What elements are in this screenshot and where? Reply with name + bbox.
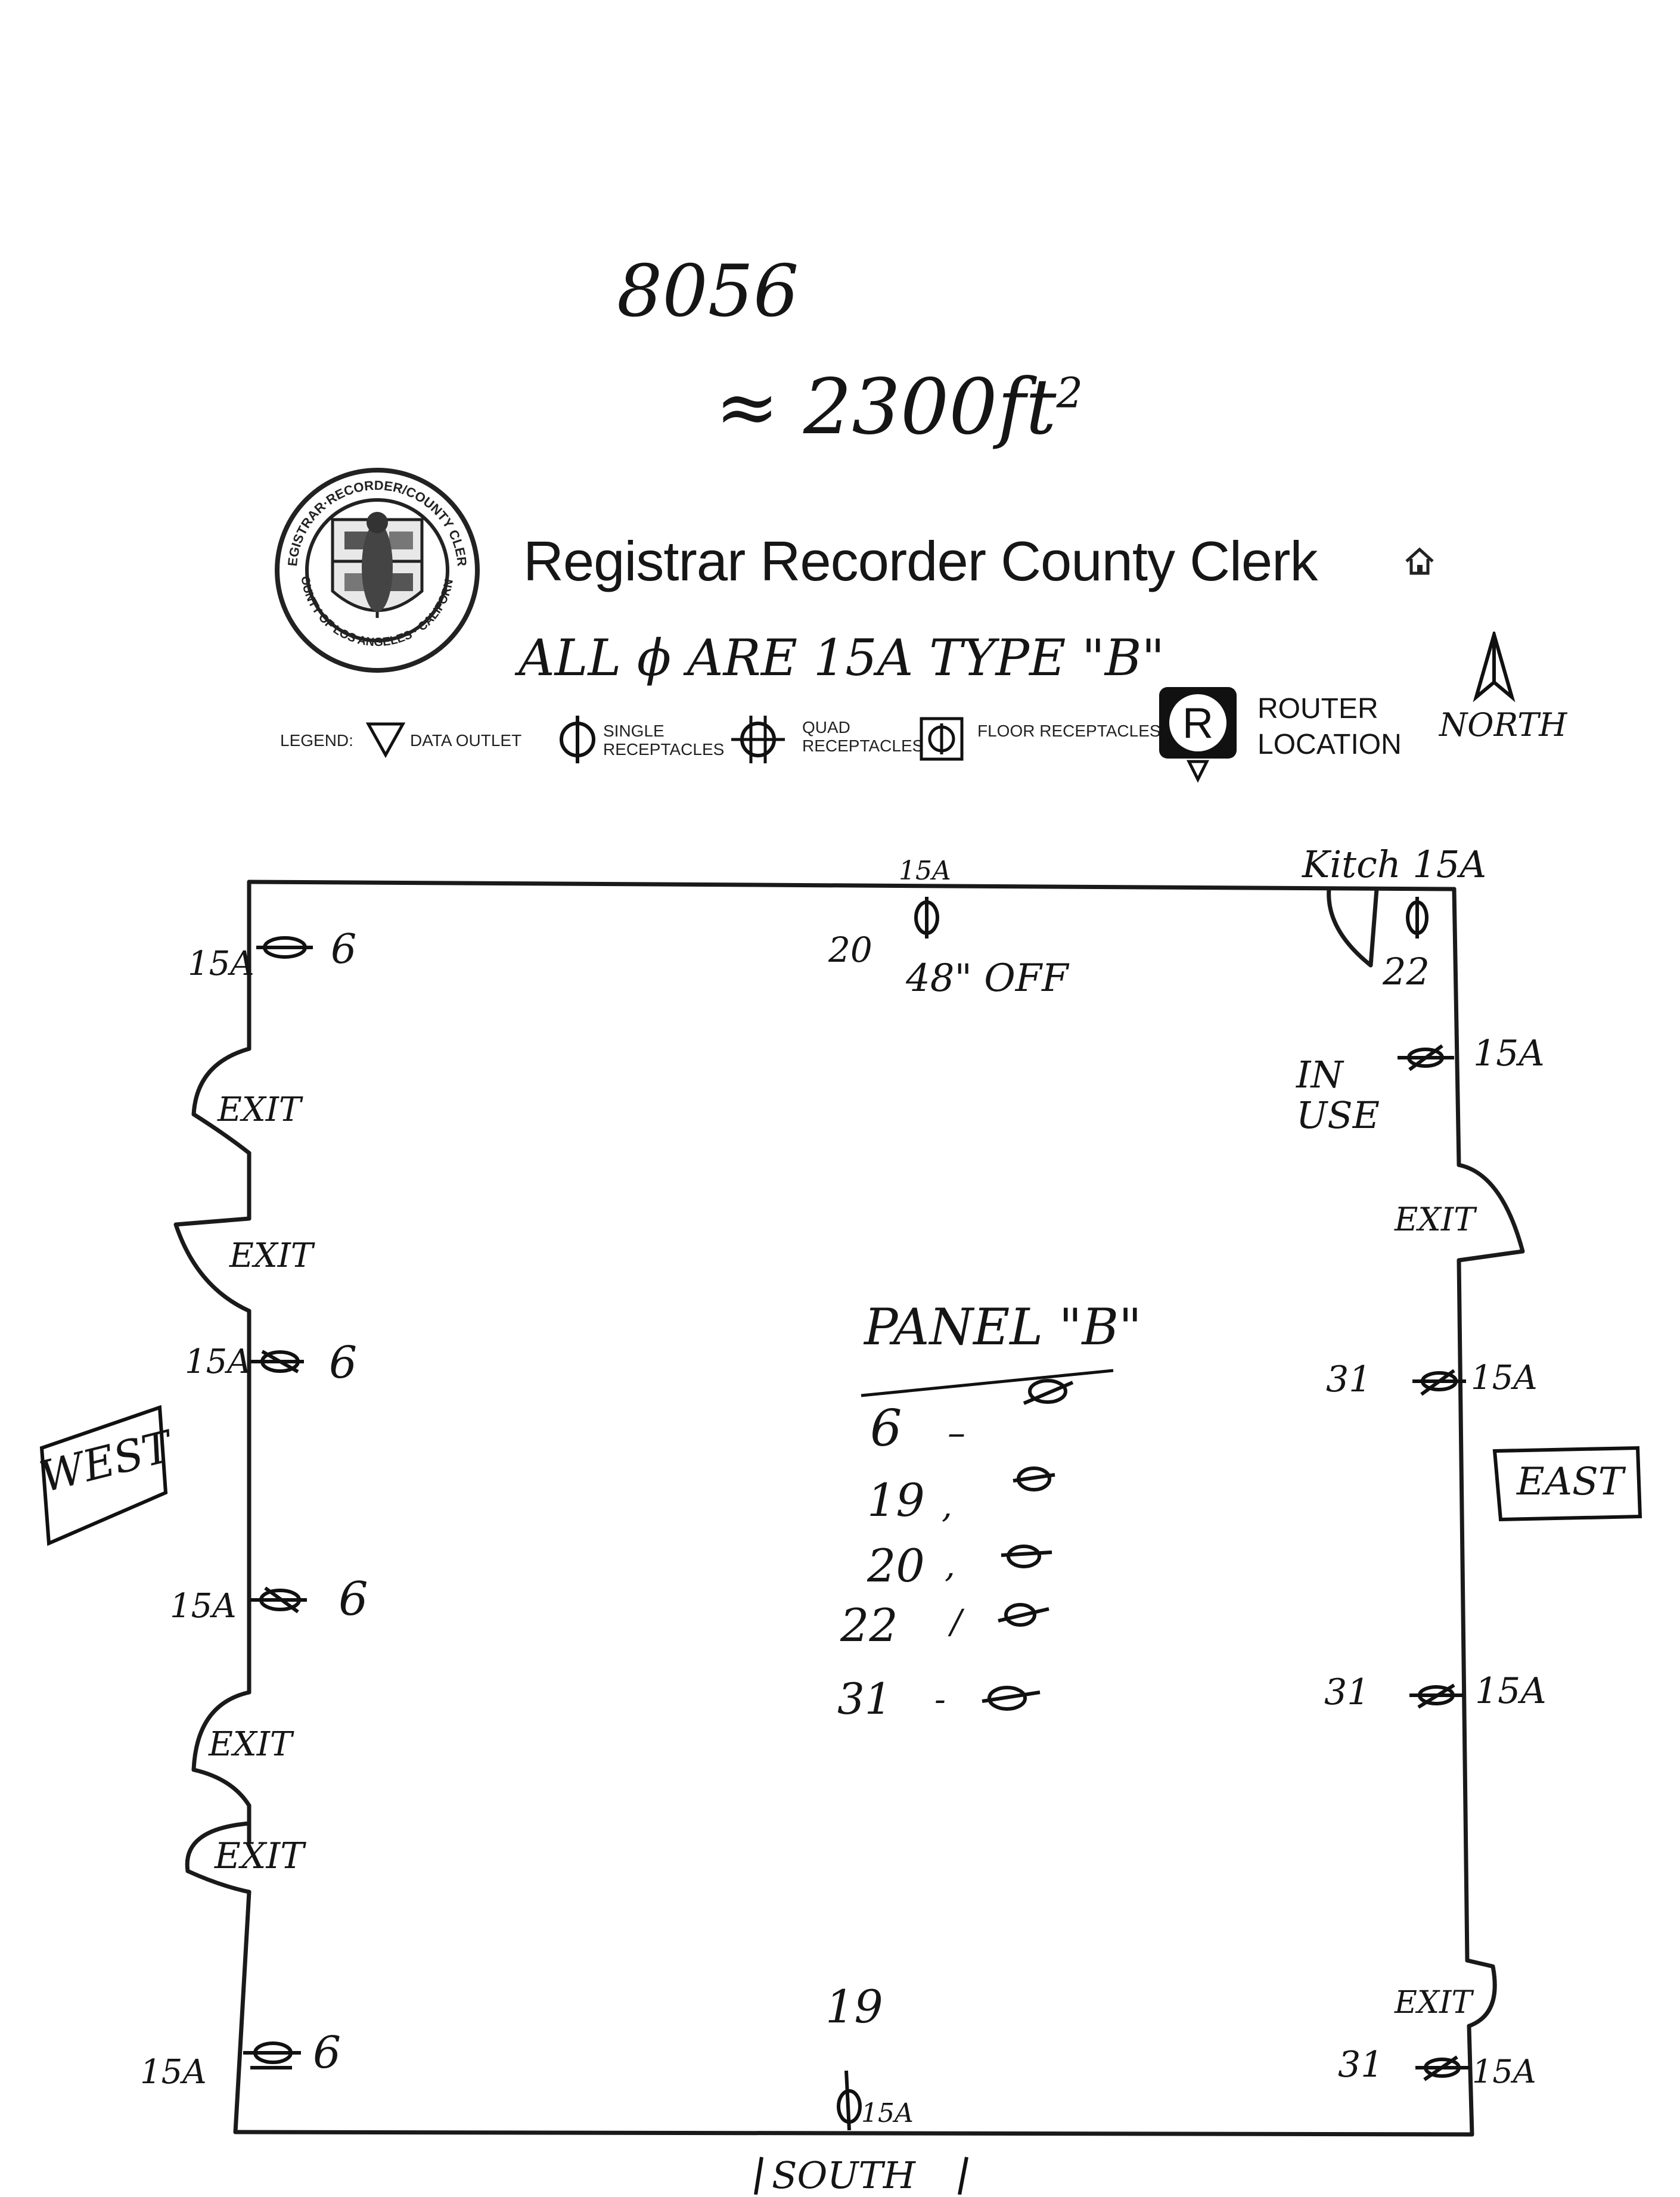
- panel-circuit-20: 20: [867, 1539, 925, 1592]
- area-exponent: 2: [1056, 368, 1083, 418]
- panel-circuit-22: 22: [840, 1599, 898, 1652]
- east-circuit-3: 31: [1324, 1671, 1370, 1713]
- east-rating-3: 15A: [1475, 1670, 1547, 1712]
- south-label: SOUTH: [772, 2154, 915, 2197]
- router-location-icon: R: [1159, 687, 1237, 783]
- east-receptacle-4: [1415, 2055, 1469, 2081]
- panel-dash-2: ,: [942, 1487, 952, 1525]
- north-arrow-icon: [1473, 632, 1516, 703]
- panel-symbols: [982, 1379, 1074, 1711]
- west-label-box: [39, 1404, 168, 1546]
- west-receptacle-1: [256, 936, 313, 959]
- legend-floor: FLOOR RECEPTACLES: [977, 722, 1161, 740]
- kitchen-receptacle: [1406, 897, 1429, 939]
- east-receptacle-3: [1409, 1683, 1463, 1709]
- legend-label: LEGEND:: [280, 731, 353, 750]
- south-receptacle: [837, 2070, 862, 2131]
- breaker-note: ALL ϕ ARE 15A TYPE "B": [518, 629, 1165, 687]
- panel-dash-3: ,: [945, 1546, 955, 1585]
- south-rating: 15A: [861, 2098, 914, 2128]
- area-value: ≈ 2300ft: [715, 363, 1057, 452]
- west-rating-4: 15A: [140, 2053, 207, 2092]
- north-rating: 15A: [899, 856, 951, 886]
- kitchen-circuit: 22: [1383, 950, 1430, 993]
- east-exit-label-1: EXIT: [1395, 1201, 1476, 1238]
- panel-dash-5: -: [934, 1680, 946, 1719]
- west-rating-2: 15A: [185, 1343, 251, 1381]
- east-rating-2: 15A: [1471, 1359, 1538, 1397]
- west-exit-label-3: EXIT: [209, 1725, 293, 1764]
- west-receptacle-2: [250, 1350, 304, 1373]
- east-circuit-4: 31: [1338, 2044, 1384, 2086]
- east-exit-2: [1465, 1958, 1497, 2028]
- kitchen-label: Kitch 15A: [1302, 843, 1487, 886]
- west-rating-3: 15A: [170, 1587, 237, 1626]
- east-receptacle-1: [1398, 1044, 1454, 1071]
- west-exit-2: [173, 1216, 251, 1313]
- east-exit-1: [1457, 1163, 1525, 1263]
- west-exit-4: [185, 1821, 251, 1894]
- south-circuit: 19: [825, 1980, 883, 2033]
- west-exit-3: [191, 1690, 251, 1808]
- panel-dash-1: –: [948, 1412, 965, 1454]
- legend-router: ROUTER LOCATION: [1257, 691, 1402, 763]
- west-exit-label-4: EXIT: [215, 1835, 305, 1877]
- floor-receptacle-icon: [920, 717, 964, 761]
- router-line-2: LOCATION: [1257, 729, 1402, 760]
- legend-quad: QUAD RECEPTACLES: [802, 718, 924, 755]
- west-receptacle-3: [250, 1586, 307, 1614]
- west-exit-1: [191, 1046, 251, 1155]
- single-receptacle-icon: [560, 716, 595, 763]
- west-circuit-4: 6: [313, 2027, 341, 2078]
- west-exit-label-2: EXIT: [229, 1236, 313, 1275]
- panel-dash-4: /: [951, 1603, 962, 1642]
- north-receptacle: [914, 897, 939, 939]
- west-exit-label-1: EXIT: [218, 1090, 302, 1129]
- east-label: EAST: [1517, 1460, 1624, 1504]
- west-circuit-3: 6: [339, 1573, 368, 1626]
- home-icon: [1405, 547, 1434, 575]
- panel-circuit-19: 19: [867, 1474, 925, 1527]
- north-label: NORTH: [1439, 706, 1567, 744]
- panel-circuit-31: 31: [837, 1674, 892, 1724]
- west-receptacle-4: [243, 2041, 301, 2069]
- legend-data-outlet: DATA OUTLET: [410, 731, 522, 750]
- north-circuit: 20: [828, 930, 872, 970]
- north-note: 48" OFF: [906, 956, 1069, 1000]
- page-title: Registrar Recorder County Clerk: [523, 530, 1318, 592]
- router-line-1: ROUTER: [1257, 693, 1378, 725]
- county-seal-logo: REGISTRAR·RECORDER/COUNTY CLERK COUNTY O…: [273, 466, 480, 673]
- note-number: 8056: [617, 250, 799, 333]
- east-receptacle-2: [1412, 1369, 1466, 1396]
- in-use-label: IN USE: [1296, 1053, 1380, 1138]
- west-rating-1: 15A: [188, 944, 254, 983]
- quad-receptacle-icon: [731, 716, 785, 763]
- router-letter: R: [1182, 700, 1213, 747]
- data-outlet-icon: [365, 722, 406, 759]
- area-note: ≈ 2300ft2: [715, 369, 1083, 446]
- west-circuit-1: 6: [331, 926, 357, 973]
- east-rating-1: 15A: [1473, 1033, 1545, 1074]
- panel-title: PANEL "B": [864, 1298, 1142, 1356]
- panel-circuit-6: 6: [870, 1399, 902, 1458]
- east-rating-4: 15A: [1472, 2053, 1536, 2090]
- west-circuit-2: 6: [329, 1337, 358, 1388]
- legend-single: SINGLE RECEPTACLES: [603, 722, 725, 759]
- east-exit-label-2: EXIT: [1395, 1985, 1473, 2021]
- east-circuit-2: 31: [1326, 1359, 1372, 1400]
- east-label-box: [1492, 1446, 1642, 1522]
